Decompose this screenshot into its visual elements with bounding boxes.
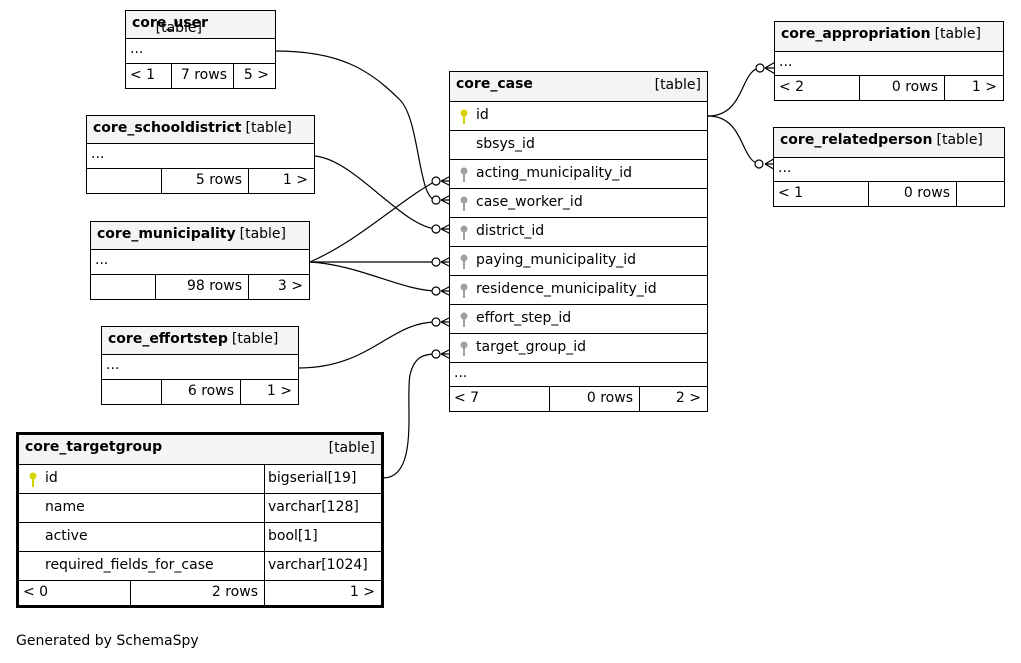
column-row-effort-step-id[interactable]: effort_step_id [450, 305, 707, 334]
foreign-key-icon [460, 196, 468, 211]
parents-count: 1 > [971, 79, 997, 95]
table-footer: < 7 0 rows 2 > [450, 387, 707, 411]
parents-count: 1 > [282, 172, 308, 188]
children-count: < 1 [130, 67, 156, 83]
foreign-key-icon [460, 167, 468, 182]
foreign-key-icon [460, 312, 468, 327]
ellipsis-row: ... [87, 144, 314, 169]
table-footer: 98 rows 3 > [91, 275, 309, 299]
edge-municipality-acting [309, 180, 437, 263]
table-core-targetgroup[interactable]: core_targetgroup [table] id bigserial[19… [16, 432, 384, 608]
table-header: core_appropriation[table] [775, 22, 1003, 52]
column-row-residence-municipality-id[interactable]: residence_municipality_id [450, 276, 707, 305]
table-header: core_case [table] [450, 72, 707, 102]
table-core-municipality[interactable]: core_municipality[table] ... 98 rows 3 > [90, 221, 310, 300]
column-type: varchar[128] [268, 499, 359, 515]
table-footer: < 1 0 rows [774, 182, 1004, 206]
table-name: core_municipality[table] [97, 226, 287, 242]
column-row-id[interactable]: id bigserial[19] [19, 465, 381, 494]
edge-case-appropriation [707, 67, 761, 117]
table-header: core_effortstep[table] [102, 327, 298, 355]
table-core-user[interactable]: core_user[table] ... < 1 7 rows 5 > [125, 10, 276, 89]
column-row-target-group-id[interactable]: target_group_id [450, 334, 707, 363]
row-count: 5 rows [195, 172, 242, 188]
column-row-district-id[interactable]: district_id [450, 218, 707, 247]
ellipsis-row: ... [450, 363, 707, 387]
column-row-paying-municipality-id[interactable]: paying_municipality_id [450, 247, 707, 276]
foreign-key-icon [460, 283, 468, 298]
parents-count: 2 > [675, 390, 701, 406]
table-core-relatedperson[interactable]: core_relatedperson[table] ... < 1 0 rows [773, 127, 1005, 207]
ellipsis-row: ... [91, 250, 309, 275]
column-row-case-worker-id[interactable]: case_worker_id [450, 189, 707, 218]
table-name: core_schooldistrict[table] [93, 120, 292, 136]
table-footer: < 0 2 rows 1 > [19, 581, 381, 605]
table-footer: < 1 7 rows 5 > [126, 64, 275, 88]
primary-key-icon [29, 472, 37, 487]
table-name: core_appropriation[table] [781, 26, 981, 42]
column-type: bool[1] [268, 528, 318, 544]
edge-core-user-case-worker [275, 50, 437, 201]
column-row-id[interactable]: id [450, 102, 707, 131]
foreign-key-icon [460, 254, 468, 269]
edge-municipality-residence [309, 261, 437, 292]
row-count: 7 rows [180, 67, 227, 83]
table-header: core_relatedperson[table] [774, 128, 1004, 158]
table-kind: [table] [654, 77, 701, 93]
table-header: core_schooldistrict[table] [87, 116, 314, 144]
column-row-sbsys-id[interactable]: sbsys_id [450, 131, 707, 160]
parents-count: 5 > [243, 67, 269, 83]
column-row-required-fields-for-case[interactable]: required_fields_for_case varchar[1024] [19, 552, 381, 581]
table-name: core_user[table] [132, 15, 209, 36]
primary-key-icon [460, 109, 468, 124]
table-name: core_case [456, 76, 533, 92]
edge-case-relatedperson [707, 115, 761, 165]
parents-count: 3 > [277, 278, 303, 294]
row-count: 98 rows [186, 278, 242, 294]
table-footer: 6 rows 1 > [102, 380, 298, 404]
table-core-appropriation[interactable]: core_appropriation[table] ... < 2 0 rows… [774, 21, 1004, 101]
edge-targetgroup-target-group [382, 353, 437, 479]
row-count: 2 rows [211, 584, 258, 600]
children-count: < 2 [779, 79, 805, 95]
generated-by-credit: Generated by SchemaSpy [16, 633, 199, 649]
column-row-active[interactable]: active bool[1] [19, 523, 381, 552]
row-count: 0 rows [891, 79, 938, 95]
table-footer: < 2 0 rows 1 > [775, 76, 1003, 100]
foreign-key-icon [460, 225, 468, 240]
table-kind: [table] [328, 440, 375, 456]
table-name: core_effortstep[table] [108, 331, 279, 347]
column-type: bigserial[19] [268, 470, 357, 486]
table-header: core_municipality[table] [91, 222, 309, 250]
column-row-acting-municipality-id[interactable]: acting_municipality_id [450, 160, 707, 189]
table-header: core_user[table] [126, 11, 275, 39]
row-count: 0 rows [586, 390, 633, 406]
foreign-key-icon [460, 341, 468, 356]
children-count: < 1 [778, 185, 804, 201]
row-count: 6 rows [187, 383, 234, 399]
table-core-schooldistrict[interactable]: core_schooldistrict[table] ... 5 rows 1 … [86, 115, 315, 194]
table-core-effortstep[interactable]: core_effortstep[table] ... 6 rows 1 > [101, 326, 299, 405]
table-name: core_relatedperson[table] [780, 132, 983, 148]
ellipsis-row: ... [775, 52, 1003, 76]
column-row-name[interactable]: name varchar[128] [19, 494, 381, 523]
table-core-case[interactable]: core_case [table] id sbsys_id acting_mun… [449, 71, 708, 412]
ellipsis-row: ... [774, 158, 1004, 182]
ellipsis-row: ... [102, 355, 298, 380]
table-footer: 5 rows 1 > [87, 169, 314, 193]
ellipsis-row: ... [126, 39, 275, 64]
parents-count: 1 > [349, 584, 375, 600]
row-count: 0 rows [903, 185, 950, 201]
table-header: core_targetgroup [table] [19, 435, 381, 465]
table-name: core_targetgroup [25, 439, 163, 455]
children-count: < 0 [23, 584, 49, 600]
edge-schooldistrict-district [314, 155, 437, 230]
edge-effortstep-effort-step [298, 321, 437, 369]
children-count: < 7 [454, 390, 480, 406]
column-type: varchar[1024] [268, 557, 368, 573]
parents-count: 1 > [266, 383, 292, 399]
